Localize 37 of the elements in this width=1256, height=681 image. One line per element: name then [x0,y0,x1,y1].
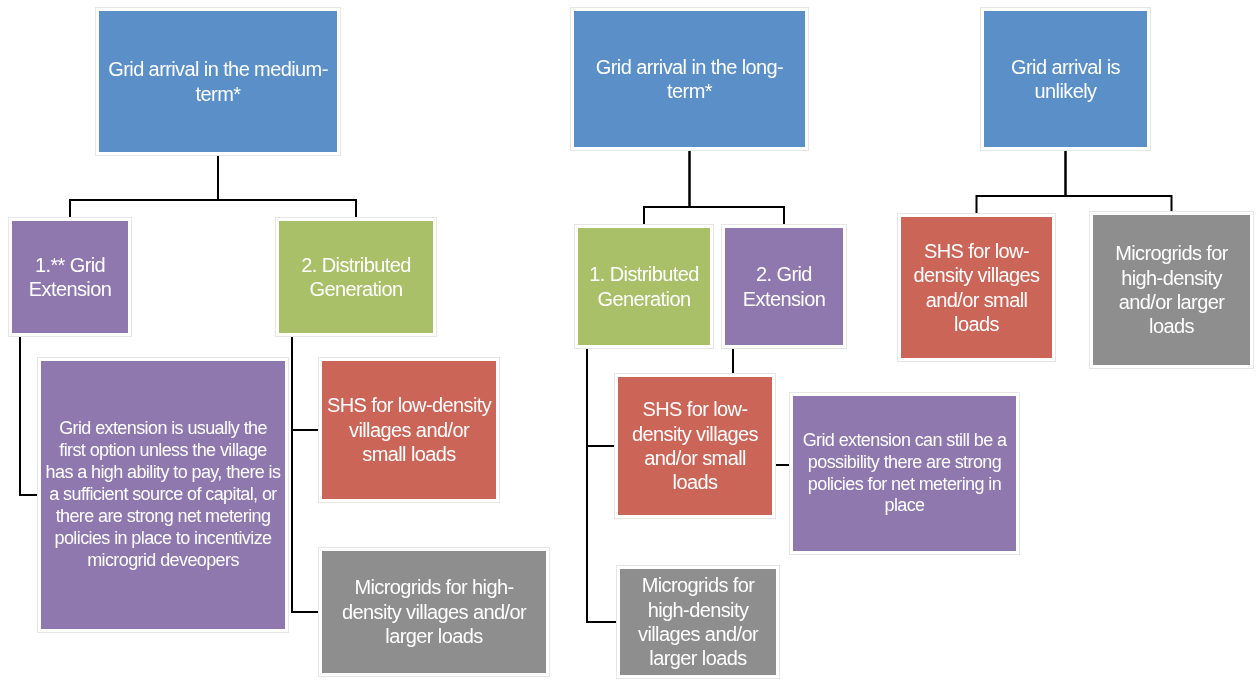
box-label: 1. Distributed Generation [588,262,700,311]
process-box [575,225,713,348]
box-label: Grid arrival in the long-term* [594,54,785,104]
process-box [790,393,1019,554]
box-label: SHS for low-density villages and/or small loads [325,393,493,467]
box-label: Microgrids for high-density villages and/or larger loads [340,575,528,649]
connector-line [217,154,357,219]
process-box [319,548,549,676]
box-label: Microgrids for high-density villages and/or larger loads [637,573,760,671]
connector-line [1064,149,1173,213]
box-label: SHS for low-density villages and/or small loads [912,238,1041,337]
box-label: SHS for low-density villages and/or small loads [631,397,759,495]
process-box [38,358,288,632]
process-box [722,225,846,348]
box-label: Grid arrival is unlikely [1010,54,1121,104]
process-box [981,8,1150,150]
box-label: 2. Distributed Generation [300,252,412,302]
box-label: Grid extension is usually the first option unless the village has a high ability to pay, there is a sufficient source of capital, or there are strong net metering policies in place to incentivize microgrid deveopers [44,418,282,572]
process-box [319,358,499,502]
connector-line [291,335,320,613]
process-box [9,218,131,336]
connector-line [732,347,734,375]
process-box [617,566,779,678]
connector-line [688,149,785,226]
box-label: Grid extension can still be a possibility there are strong policies for net metering in place [801,429,1008,518]
box-label: 1.** Grid Extension [27,252,113,302]
process-box [1090,212,1253,368]
process-box [96,8,340,155]
process-box [276,218,436,336]
connector-line [586,347,618,623]
connector-line [19,335,39,496]
box-label: Grid arrival in the medium-term* [107,57,329,106]
process-box [571,8,808,150]
box-label: Microgrids for high-density and/or larger loads [1114,241,1229,339]
process-box [615,374,775,518]
process-box [898,214,1055,361]
box-label: 2. Grid Extension [741,262,827,311]
